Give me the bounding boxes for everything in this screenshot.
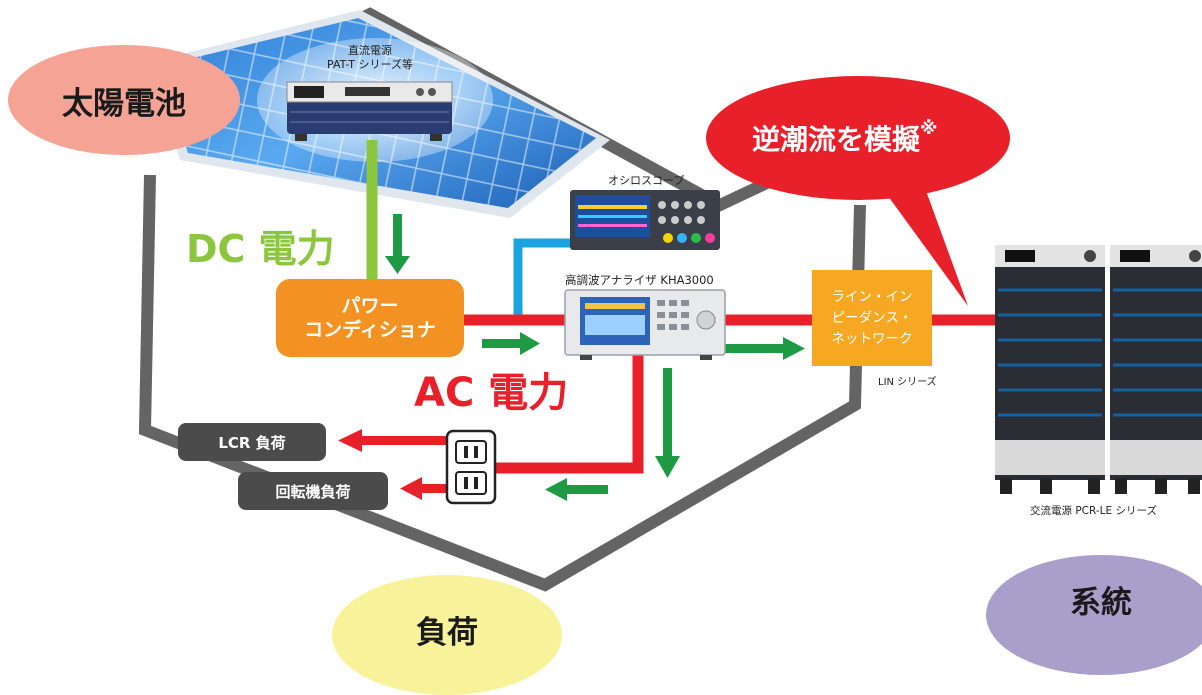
lin-series-caption: LIN シリーズ — [878, 377, 937, 388]
lin-line1: ライン・イン — [831, 288, 913, 305]
lin-line3: ネットワーク — [831, 330, 913, 347]
lin-box: ライン・イン ピーダンス・ ネットワーク — [812, 270, 932, 366]
dc-power-supply-device — [286, 81, 453, 141]
solar-label: 太陽電池 — [8, 45, 240, 155]
lcr-load-label: LCR 負荷 — [178, 423, 326, 461]
ac-supply-caption: 交流電源 PCR-LE シリーズ — [1030, 505, 1157, 517]
reverse-flow-text: 逆潮流を模擬 — [752, 123, 921, 156]
cabinet-2 — [1110, 245, 1202, 494]
ac-power-label: AC 電力 — [414, 370, 569, 416]
dc-flow-arrow — [385, 214, 410, 274]
oscilloscope-caption: オシロスコープ — [608, 174, 685, 187]
ac-flow-arrows — [482, 332, 805, 501]
dc-power-label: DC 電力 — [186, 227, 335, 271]
reverse-flow-label: 逆潮流を模擬※ — [752, 118, 938, 158]
grid-label-text: 系統 — [1070, 585, 1132, 621]
signal-line — [513, 238, 585, 315]
dc-supply-caption: 直流電源 PAT-T シリーズ等 — [300, 44, 440, 72]
rotary-load-label: 回転機負荷 — [238, 472, 388, 510]
load-label: 負荷 — [332, 575, 562, 695]
speech-bubble — [706, 76, 1010, 306]
load-arrows — [338, 429, 448, 500]
dc-supply-line2: PAT-T シリーズ等 — [327, 58, 413, 71]
ac-supply-cabinets — [995, 245, 1202, 494]
diagram-stage: 太陽電池 負荷 系統 逆潮流を模擬※ DC 電力 AC 電力 パワー コンディシ… — [8, 7, 1202, 695]
power-outlet — [445, 429, 497, 505]
cabinet-1 — [995, 245, 1105, 494]
oscilloscope-device — [570, 190, 720, 250]
dc-supply-line1: 直流電源 — [348, 44, 392, 57]
diagram-svg — [97, 7, 1202, 592]
power-conditioner-box: パワー コンディショナ — [276, 279, 464, 357]
harmonic-analyzer-device — [564, 289, 726, 360]
power-conditioner-line2: コンディショナ — [304, 319, 436, 341]
harmonic-analyzer-caption: 高調波アナライザ KHA3000 — [565, 273, 714, 287]
lin-line2: ピーダンス・ — [831, 309, 913, 326]
load-label-text: 負荷 — [416, 615, 478, 651]
reverse-flow-mark: ※ — [920, 118, 938, 139]
power-conditioner-line1: パワー — [341, 295, 399, 317]
grid-label: 系統 — [986, 555, 1202, 675]
